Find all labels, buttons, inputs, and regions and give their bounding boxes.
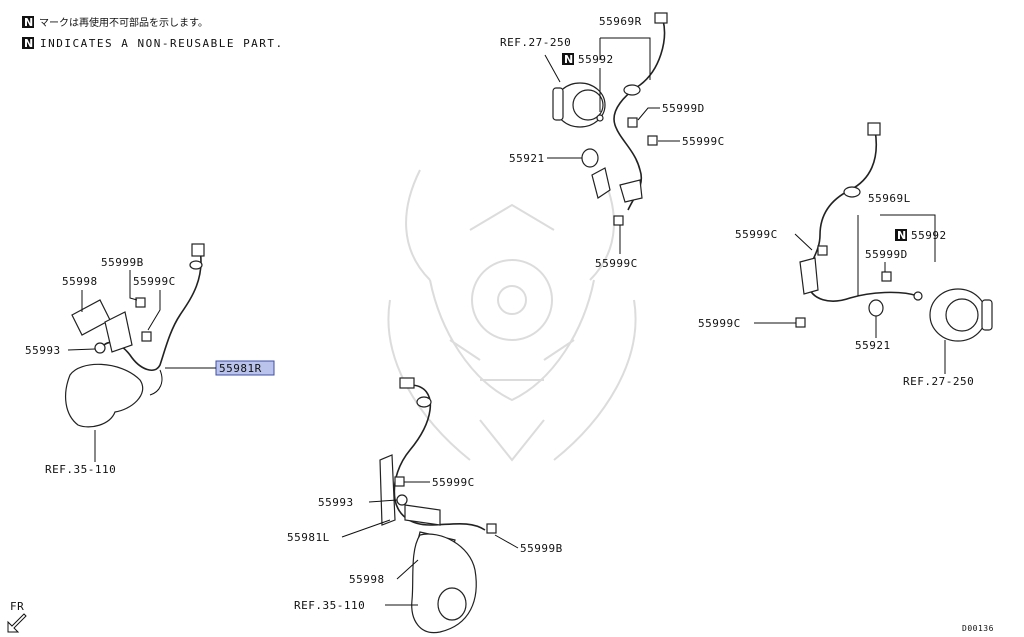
front-direction-indicator: FR [7,600,27,633]
label-55969r: 55969R [599,15,642,28]
label-ref-27-250-r: REF.27-250 [903,375,974,388]
label-55969l: 55969L [868,192,911,205]
front-arrow-icon [7,613,27,633]
label-55921-r: 55921 [855,339,891,352]
label-55999c-r1: 55999C [735,228,778,241]
label-55981l: 55981L [287,531,330,544]
label-ref-35-110-b: REF.35-110 [294,599,365,612]
n-mark-icon: N [24,16,33,29]
label-55993-b: 55993 [318,496,354,509]
label-55999c-b: 55999C [432,476,475,489]
label-55993-l: 55993 [25,344,61,357]
label-55992-r: 55992 [911,229,947,242]
label-55992-top: 55992 [578,53,614,66]
label-ref-27-250-top: REF.27-250 [500,36,571,49]
label-55981r[interactable]: 55981R [219,362,262,375]
label-55999c-r2: 55999C [698,317,741,330]
left-assembly [64,243,205,428]
label-55999b-b: 55999B [520,542,563,555]
label-55999d-r: 55999D [865,248,908,261]
label-55999c-l: 55999C [133,275,176,288]
label-55999d-top: 55999D [662,102,705,115]
label-55999c-top2: 55999C [595,257,638,270]
label-55998-l: 55998 [62,275,98,288]
label-55999b-l: 55999B [101,256,144,269]
right-assembly [795,122,993,342]
n-mark-icon: N [897,229,906,242]
note-japanese: マークは再使用不可部品を示します。 [39,16,208,29]
note-english: INDICATES A NON-REUSABLE PART. [40,37,284,50]
non-reusable-note: N マークは再使用不可部品を示します。 N INDICATES A NON-RE… [22,16,284,50]
diagram-code: D00136 [962,624,994,633]
top-assembly [552,12,668,226]
n-mark-icon: N [24,37,33,50]
label-55998-b: 55998 [349,573,385,586]
bottom-assembly [379,377,497,634]
label-fr: FR [10,600,24,613]
label-55921-top: 55921 [509,152,545,165]
samurai-watermark-icon [387,169,637,462]
n-mark-icon: N [564,53,573,66]
label-55999c-top1: 55999C [682,135,725,148]
label-ref-35-110-l: REF.35-110 [45,463,116,476]
